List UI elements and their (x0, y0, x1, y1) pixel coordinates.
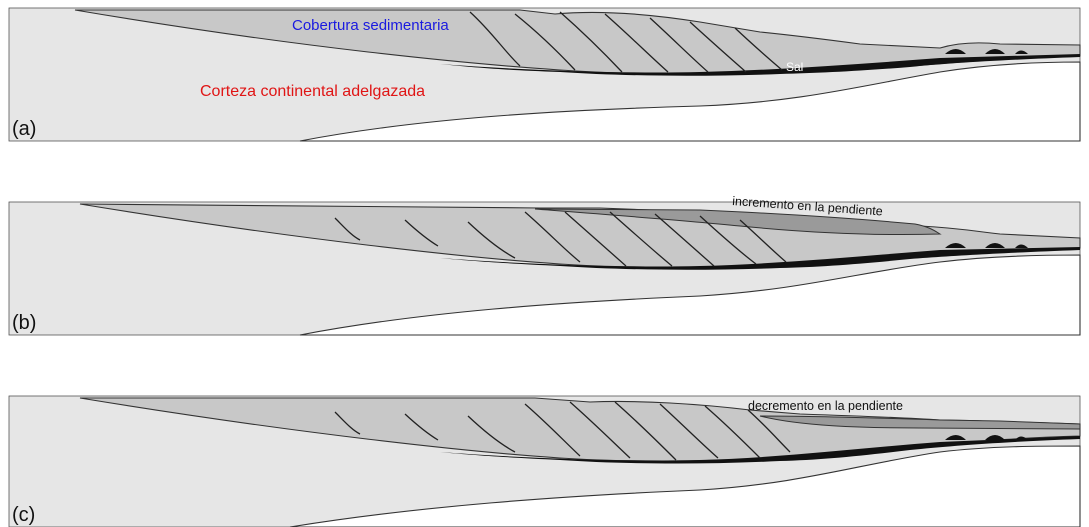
panel-b: incremento en la pendiente (b) (9, 194, 1080, 335)
panel-b-label: (b) (12, 312, 36, 334)
panel-c-annotation: decremento en la pendiente (748, 399, 903, 413)
panel-a-cover-label: Cobertura sedimentaria (292, 17, 449, 34)
panel-a-label: (a) (12, 118, 36, 140)
panel-c: decremento en la pendiente (c) (9, 396, 1080, 527)
panel-a: Cobertura sedimentaria Corteza continent… (9, 8, 1080, 141)
panel-a-crust-label: Corteza continental adelgazada (200, 83, 425, 100)
panel-c-label: (c) (12, 504, 35, 526)
panel-a-salt-label: Sal (786, 60, 803, 74)
